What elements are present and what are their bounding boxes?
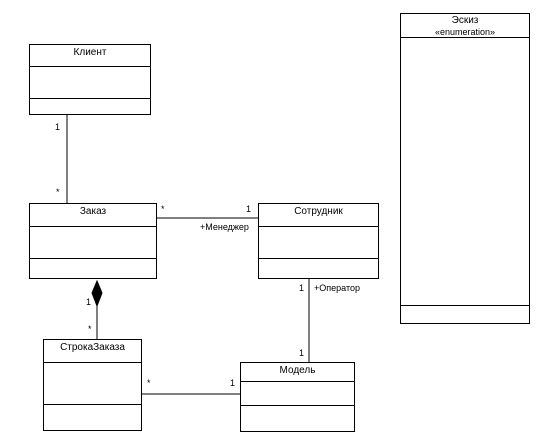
class-sketch[interactable]: Эскиз «enumeration» [400, 13, 530, 324]
role-operator: +Оператор [314, 283, 360, 293]
class-order-attributes [30, 227, 156, 259]
multiplicity-model-end-employee: 1 [299, 348, 305, 358]
multiplicity-orderline-end-model: * [147, 378, 151, 388]
class-employee-operations [259, 259, 378, 278]
class-order-line-attributes [44, 363, 141, 405]
class-order-line-name: СтрокаЗаказа [44, 340, 141, 363]
multiplicity-orderline-end-order: * [88, 324, 92, 334]
class-order[interactable]: Заказ [29, 203, 157, 279]
class-client[interactable]: Клиент [29, 44, 151, 115]
class-employee-name: Сотрудник [259, 204, 378, 227]
class-client-operations [30, 99, 150, 114]
class-order-line-operations [44, 405, 141, 430]
multiplicity-order-end-orderline: 1 [86, 297, 92, 307]
class-sketch-stereotype: «enumeration» [434, 27, 496, 37]
class-client-name: Клиент [30, 45, 150, 67]
multiplicity-model-end-orderline: 1 [230, 378, 236, 388]
multiplicity-employee-end-order: 1 [246, 204, 252, 214]
multiplicity-order-end-client: * [56, 187, 60, 197]
class-model-attributes [241, 382, 354, 406]
class-model-name: Модель [241, 363, 354, 382]
multiplicity-employee-end-model: 1 [299, 283, 305, 293]
class-model[interactable]: Модель [240, 362, 355, 432]
class-sketch-header: Эскиз «enumeration» [401, 14, 529, 38]
class-employee-attributes [259, 227, 378, 259]
role-manager: +Менеджер [200, 222, 249, 232]
class-order-operations [30, 259, 156, 278]
composition-diamond-icon [91, 279, 103, 308]
class-model-operations [241, 406, 354, 431]
class-sketch-name: Эскиз [451, 15, 479, 26]
multiplicity-client-end: 1 [55, 122, 61, 132]
class-order-line[interactable]: СтрокаЗаказа [43, 339, 142, 431]
multiplicity-order-end-employee: * [161, 204, 165, 214]
class-order-name: Заказ [30, 204, 156, 227]
class-employee[interactable]: Сотрудник [258, 203, 379, 279]
class-sketch-operations [401, 306, 529, 323]
class-sketch-literals [401, 38, 529, 306]
class-client-attributes [30, 67, 150, 99]
